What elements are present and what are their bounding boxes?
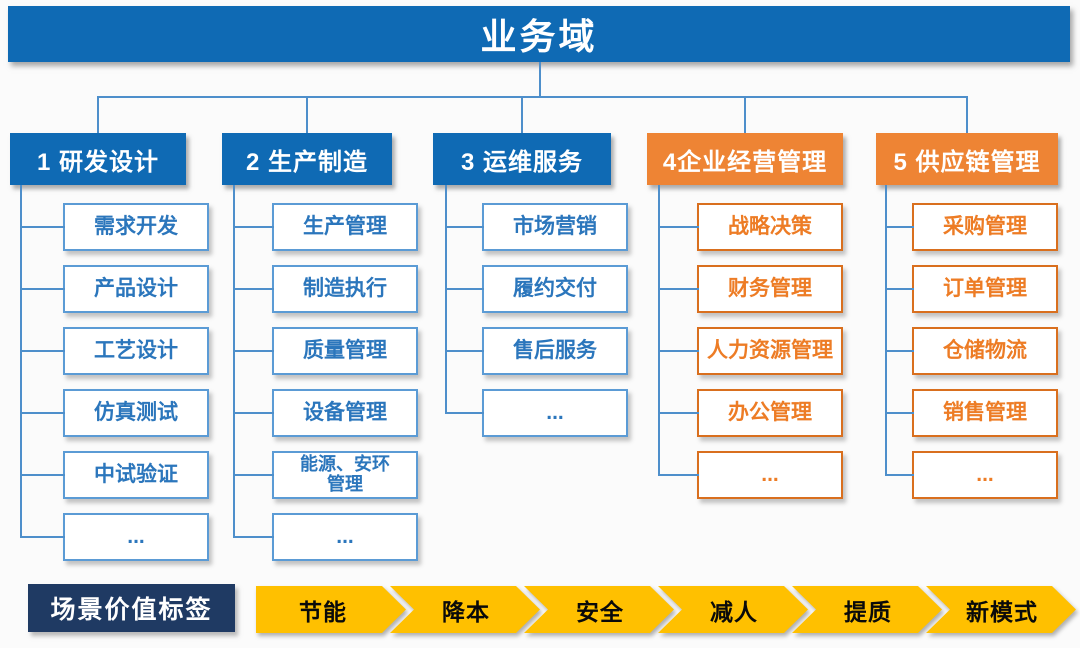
connector-spine (445, 185, 447, 413)
business-item: 制造执行 (233, 265, 418, 313)
value-tags-label: 场景价值标签 (28, 584, 235, 632)
business-item: 财务管理 (658, 265, 843, 313)
business-item-more: ... (658, 451, 843, 499)
category-header-4: 4企业经营管理 (647, 133, 843, 185)
connector-line (97, 96, 968, 98)
business-item: 履约交付 (445, 265, 628, 313)
business-item: 采购管理 (885, 203, 1058, 251)
business-item: 仿真测试 (20, 389, 209, 437)
category-header-5: 5 供应链管理 (876, 133, 1058, 185)
business-item: 办公管理 (658, 389, 843, 437)
value-arrow: 安全 (524, 586, 674, 633)
business-item-more: ... (885, 451, 1058, 499)
value-arrow: 节能 (256, 586, 406, 633)
business-item: 市场营销 (445, 203, 628, 251)
diagram-title-banner: 业务域 (8, 6, 1070, 62)
business-item: 人力资源管理 (658, 327, 843, 375)
value-arrow-label: 提质 (792, 586, 942, 633)
business-item-more: ... (233, 513, 418, 561)
business-item: 生产管理 (233, 203, 418, 251)
connector-line (966, 96, 968, 134)
value-arrow: 提质 (792, 586, 942, 633)
connector-spine (885, 185, 887, 475)
business-item: 战略决策 (658, 203, 843, 251)
connector-line (744, 96, 746, 134)
business-item: 工艺设计 (20, 327, 209, 375)
value-arrow-label: 降本 (390, 586, 540, 633)
connector-line (306, 96, 308, 134)
connector-line (97, 96, 99, 134)
value-arrow: 新模式 (926, 586, 1076, 633)
business-item-more: ... (445, 389, 628, 437)
business-item: 订单管理 (885, 265, 1058, 313)
business-item: 售后服务 (445, 327, 628, 375)
business-item-more: ... (20, 513, 209, 561)
connector-spine (20, 185, 22, 537)
category-header-1: 1 研发设计 (10, 133, 186, 185)
category-header-2: 2 生产制造 (222, 133, 392, 185)
business-item: 销售管理 (885, 389, 1058, 437)
business-item: 能源、安环 管理 (233, 451, 418, 499)
value-arrow: 降本 (390, 586, 540, 633)
value-arrow: 减人 (658, 586, 808, 633)
business-item: 质量管理 (233, 327, 418, 375)
business-item: 设备管理 (233, 389, 418, 437)
category-header-3: 3 运维服务 (433, 133, 611, 185)
connector-line (539, 62, 541, 97)
value-arrow-label: 新模式 (926, 586, 1076, 633)
connector-line (521, 96, 523, 134)
business-item: 中试验证 (20, 451, 209, 499)
business-item: 需求开发 (20, 203, 209, 251)
value-arrow-label: 节能 (256, 586, 406, 633)
business-item: 仓储物流 (885, 327, 1058, 375)
connector-spine (233, 185, 235, 537)
business-item: 产品设计 (20, 265, 209, 313)
value-arrow-label: 安全 (524, 586, 674, 633)
connector-spine (658, 185, 660, 475)
value-arrow-label: 减人 (658, 586, 808, 633)
